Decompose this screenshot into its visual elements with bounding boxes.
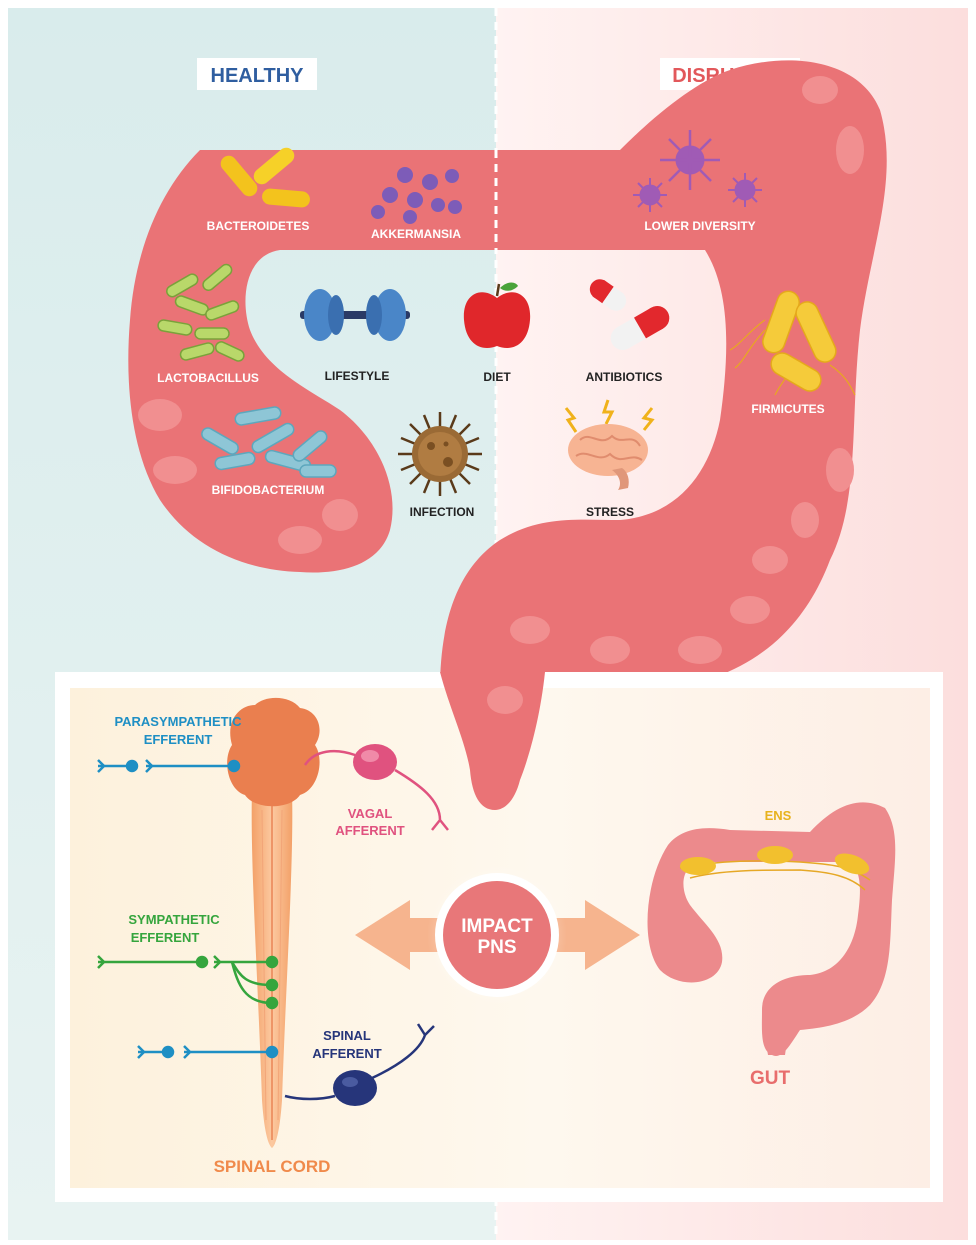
vagal-label-1: VAGAL: [348, 806, 393, 821]
firmicutes-label: FIRMICUTES: [751, 402, 824, 416]
infection-icon: [398, 412, 482, 496]
parasympathetic-label-2: EFFERENT: [144, 732, 213, 747]
bacteroidetes-label: BACTEROIDETES: [207, 219, 310, 233]
sympathetic-label-2: EFFERENT: [131, 930, 200, 945]
healthy-label: HEALTHY: [211, 65, 305, 87]
spinal-afferent-label-2: AFFERENT: [312, 1046, 381, 1061]
lower-diversity-label: LOWER DIVERSITY: [644, 219, 755, 233]
impact-label-1: IMPACT: [461, 916, 533, 937]
vagal-label-2: AFFERENT: [335, 823, 404, 838]
bifidobacterium-label: BIFIDOBACTERIUM: [212, 483, 325, 497]
lifestyle-label: LIFESTYLE: [325, 369, 390, 383]
sympathetic-label-1: SYMPATHETIC: [128, 912, 220, 927]
diet-label: DIET: [483, 370, 511, 384]
antibiotics-label: ANTIBIOTICS: [586, 370, 663, 384]
parasympathetic-label-1: PARASYMPATHETIC: [114, 714, 242, 729]
lactobacillus-label: LACTOBACILLUS: [157, 371, 259, 385]
gut-label: GUT: [750, 1068, 791, 1089]
spinal-afferent-label-1: SPINAL: [323, 1028, 371, 1043]
spinal-cord-label: SPINAL CORD: [214, 1157, 331, 1176]
impact-label-2: PNS: [477, 937, 516, 958]
ens-label: ENS: [765, 808, 792, 823]
stress-label: STRESS: [586, 505, 634, 519]
rectum-fold: [487, 686, 523, 714]
akkermansia-label: AKKERMANSIA: [371, 227, 461, 241]
infection-label: INFECTION: [410, 505, 475, 519]
